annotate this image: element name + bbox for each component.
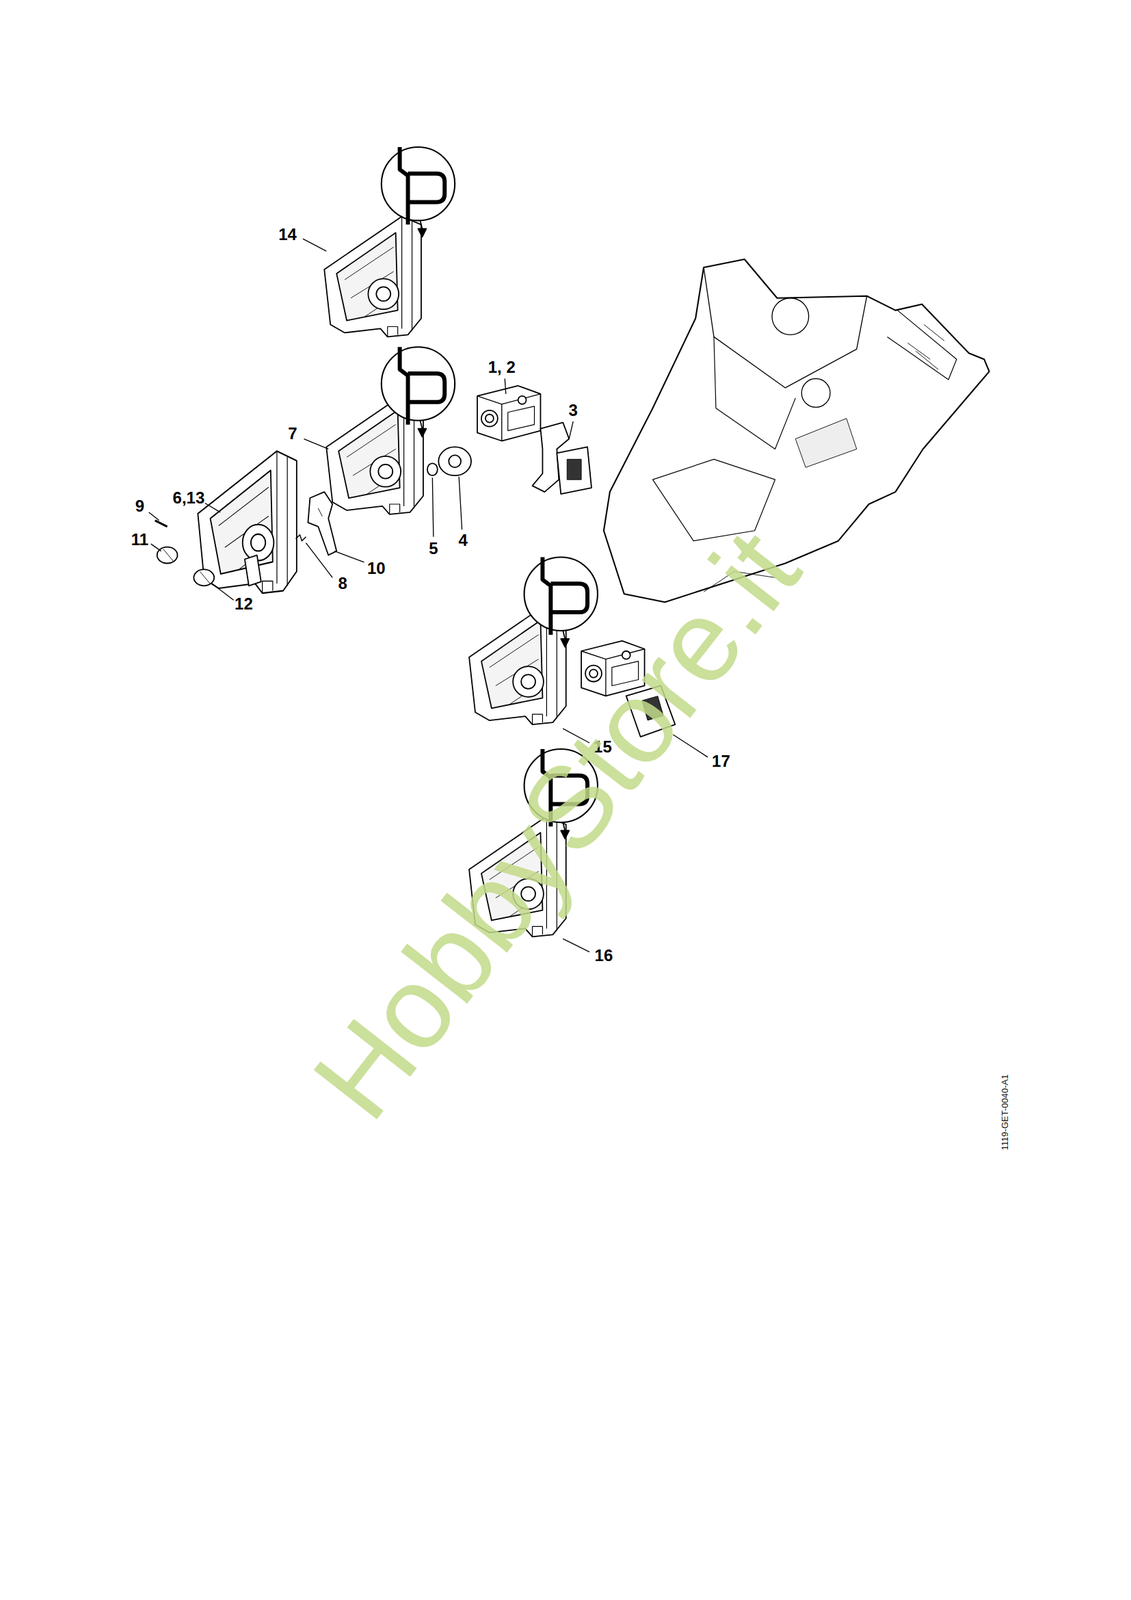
- callout-number: 6,13: [173, 489, 206, 507]
- callout-number: 7: [287, 425, 297, 442]
- callout-number: 4: [458, 531, 468, 549]
- callout-number: 11: [131, 531, 149, 548]
- callout-number: 8: [337, 575, 347, 592]
- callout-number: 12: [234, 595, 254, 612]
- callout-number: 16: [594, 947, 614, 964]
- callout-number: 1, 2: [488, 358, 516, 376]
- callout-number: 14: [278, 226, 297, 243]
- callout-number: 3: [568, 402, 578, 419]
- callout-number: 9: [135, 497, 145, 515]
- callout-number: 10: [367, 560, 386, 577]
- callout-number: 5: [428, 540, 438, 557]
- callout-number: 17: [711, 752, 731, 770]
- drawing-code: 1119-GET-0040-A1: [1000, 1073, 1010, 1150]
